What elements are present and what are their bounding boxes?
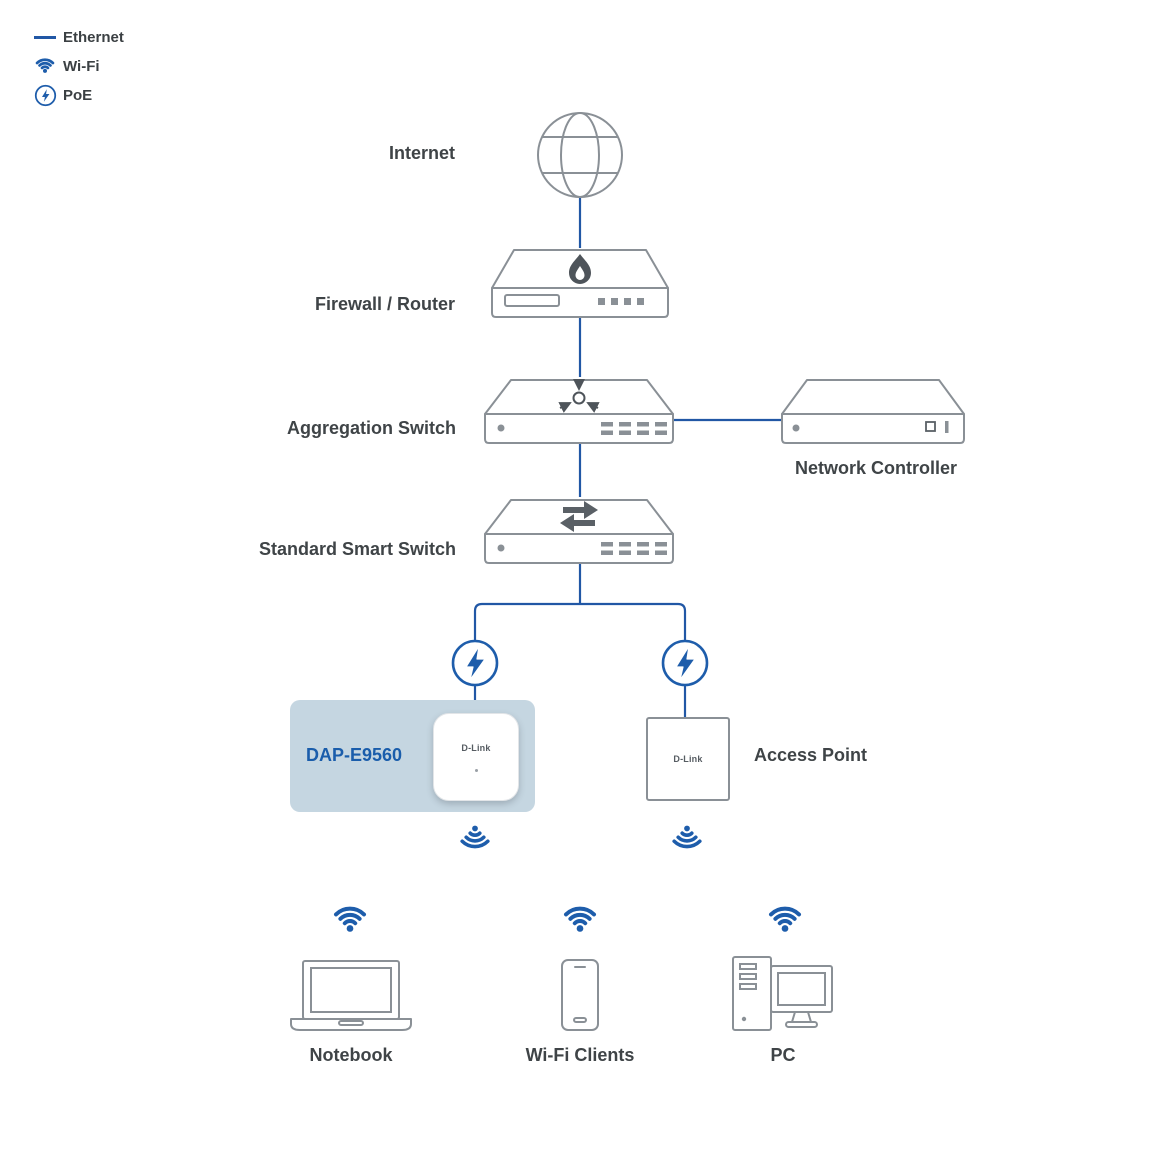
- wifi-broadcast-icon: [460, 825, 490, 849]
- flame-icon: [569, 254, 591, 284]
- smartphone-device: [561, 959, 599, 1031]
- switch-vent-squares: [601, 422, 667, 435]
- aggregation-switch-device: [484, 379, 674, 444]
- network-controller-label: Network Controller: [794, 458, 958, 478]
- legend-label-poe: PoE: [63, 87, 93, 104]
- pc-label: PC: [770, 1045, 796, 1065]
- pc-device: [732, 956, 833, 1031]
- firewall-router-label: Firewall / Router: [314, 294, 455, 314]
- wifi-icon: [564, 906, 596, 932]
- dlink-logo: D-Link: [673, 754, 703, 764]
- firewall-router-device: [491, 249, 669, 318]
- notebook-label: Notebook: [309, 1045, 393, 1065]
- dap-e9560-label: DAP-E9560: [306, 745, 403, 765]
- standard-smart-switch-label: Standard Smart Switch: [258, 539, 456, 559]
- standard-smart-switch-device: [484, 499, 674, 564]
- access-point-device: D-Link: [646, 717, 730, 801]
- dlink-logo: D-Link: [461, 742, 491, 753]
- wifi-icon: [35, 58, 55, 73]
- aggregation-icon: [558, 379, 600, 413]
- wifi-clients-label: Wi-Fi Clients: [525, 1045, 635, 1065]
- switch-vent-squares: [601, 542, 667, 555]
- wifi-broadcast-icon: [672, 825, 702, 849]
- exchange-arrows-icon: [560, 501, 598, 532]
- network-controller-device: [781, 379, 965, 444]
- poe-icon: [661, 639, 709, 687]
- internet-globe-icon: [537, 112, 623, 198]
- notebook-device: [290, 960, 412, 1031]
- led-dot: [474, 768, 478, 772]
- access-point-label: Access Point: [754, 745, 868, 765]
- poe-icon: [34, 84, 57, 107]
- aggregation-switch-label: Aggregation Switch: [286, 418, 456, 438]
- ethernet-line-icon: [34, 36, 56, 39]
- wifi-icon: [769, 906, 801, 932]
- internet-label: Internet: [388, 143, 455, 163]
- legend-label-wifi: Wi-Fi: [63, 58, 100, 75]
- dap-e9560-access-point-device: D-Link: [433, 713, 519, 801]
- poe-icon: [451, 639, 499, 687]
- legend-label-ethernet: Ethernet: [63, 29, 124, 46]
- wifi-icon: [334, 906, 366, 932]
